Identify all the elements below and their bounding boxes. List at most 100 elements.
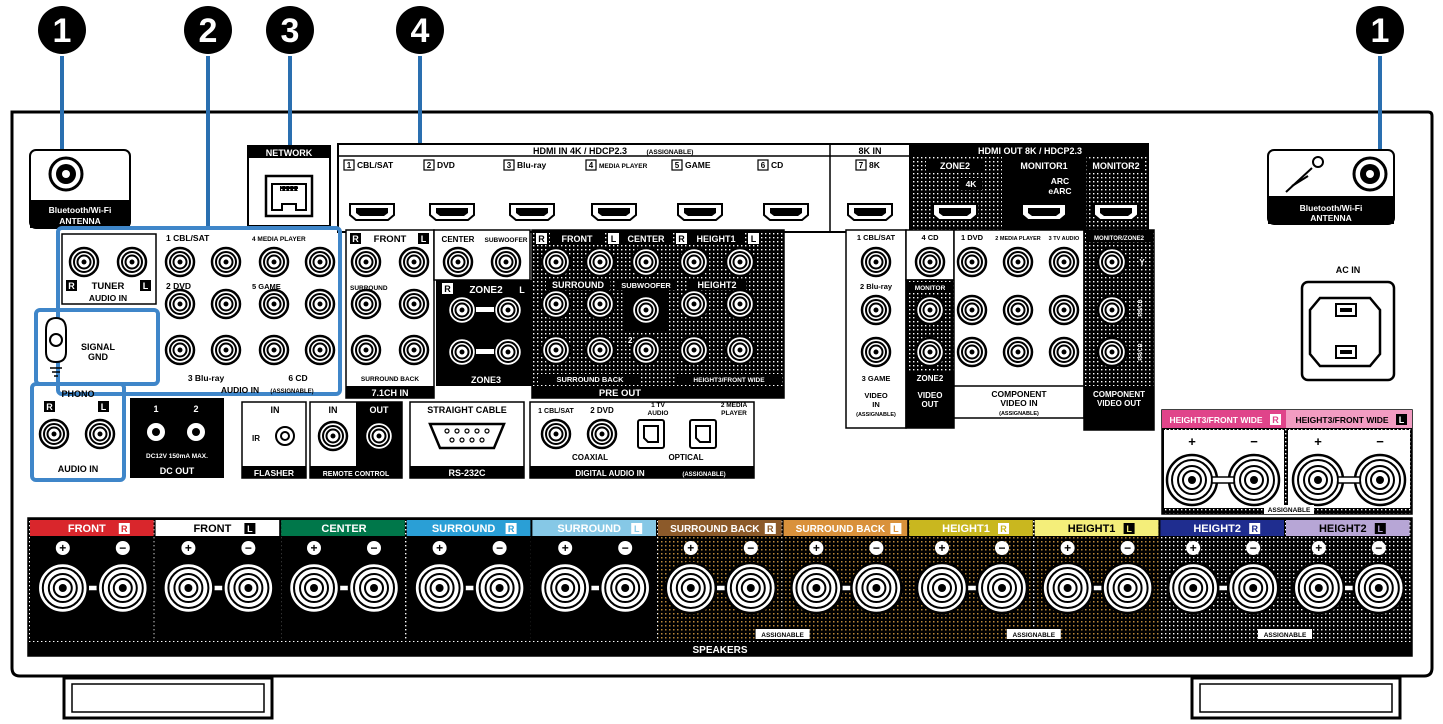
speaker-ch-box-5 (631, 523, 643, 534)
preout-height2: HEIGHT2 (697, 280, 736, 290)
phono-l: L (101, 402, 107, 412)
speaker-terminal-minus-2 (222, 561, 275, 615)
height3-r: R (1272, 415, 1279, 425)
speaker-terminal-plus-10 (1166, 561, 1220, 615)
preout-center: CENTER (627, 234, 665, 244)
speaker-ch-box-4 (505, 523, 517, 534)
audio-in-cbl-sat: 1 CBL/SAT (166, 233, 210, 243)
video-zone2: ZONE2 (917, 374, 944, 383)
comp-y: Y (1139, 258, 1145, 267)
ch71-center: CENTER (442, 235, 475, 244)
phono-audio-in: AUDIO IN (58, 464, 99, 474)
speaker-ch-9: L (1126, 524, 1132, 534)
speaker-terminal-minus-1 (96, 561, 150, 615)
plus-icon (1186, 541, 1201, 555)
speaker-minus-1: − (119, 541, 126, 555)
audio-in-bluray: 3 Blu-ray (188, 373, 225, 383)
tuner-label: TUNER (92, 281, 125, 292)
ch71-l: L (421, 234, 427, 244)
hdmi-in-name-4: MEDIA PLAYER (599, 163, 648, 170)
speaker-assignable-bg-1 (755, 629, 810, 639)
flasher-in: IN (271, 405, 280, 415)
speaker-terminal-plus-9 (1041, 561, 1094, 615)
rs232-footer: RS-232C (448, 468, 486, 478)
hdmi-in-name-5: GAME (685, 160, 711, 170)
speaker-color-band-7 (783, 520, 908, 536)
height3-front-wide-section: HEIGHT3/FRONT WIDE R HEIGHT3/FRONT WIDE … (1161, 409, 1413, 515)
minus-icon (618, 541, 633, 555)
preout-front: FRONT (562, 234, 593, 244)
speaker-color-band-5 (532, 520, 656, 536)
hdmi-in-num-box-4 (585, 159, 597, 171)
height3-plus-r: + (1188, 434, 1196, 449)
hdmi-in-name-3: Blu-ray (517, 160, 547, 170)
speaker-assignable-bg-2 (1006, 629, 1061, 639)
speaker-label-5: SURROUND (557, 523, 621, 535)
callout-number-5: 1 (1371, 12, 1390, 50)
speaker-ch-box-9 (1123, 523, 1135, 534)
dc-out-spec: DC12V 150mA MAX. (146, 453, 208, 460)
ch71-surround: SURROUND (350, 285, 388, 292)
audio-in-cd: 6 CD (288, 373, 307, 383)
hdmi-in-num-5: 5 (675, 161, 680, 170)
video-in-3: (ASSIGNABLE) (856, 412, 896, 418)
speaker-minus-8: − (998, 541, 1005, 555)
antenna-symbol-icon (1285, 156, 1324, 193)
hdmi-out-monitor1: MONITOR1 (1020, 161, 1067, 171)
speaker-minus-3: − (370, 541, 377, 555)
comp-in-3: (ASSIGNABLE) (999, 411, 1039, 417)
dc-out-2: 2 (193, 404, 198, 414)
speaker-terminal-plus-3 (287, 561, 341, 615)
height3-assignable: ASSIGNABLE (1268, 507, 1311, 514)
remote-control-section: IN OUT REMOTE CONTROL (309, 401, 403, 479)
zone2-label: ZONE2 (469, 285, 503, 296)
hdmi-out-zone2-4k: 4K (966, 179, 978, 189)
remote-in: IN (329, 405, 338, 415)
flasher-section: IN IR FLASHER (241, 401, 307, 479)
hdmi-in-port-8k (847, 203, 893, 221)
comp-media-player: 2 MEDIA PLAYER (995, 236, 1040, 242)
digital-coaxial: COAXIAL (572, 453, 608, 462)
phono-title: PHONO (61, 389, 94, 399)
video-game: 3 GAME (862, 374, 891, 383)
hdmi-in-num-3: 3 (507, 161, 512, 170)
hdmi-in-num-4: 4 (589, 161, 594, 170)
dc-out-footer: DC OUT (160, 466, 195, 476)
digital-optical: OPTICAL (668, 453, 703, 462)
digital-cbl-sat: 1 CBL/SAT (538, 408, 574, 415)
hdmi-in-name-2: DVD (437, 160, 455, 170)
comp-pr: PR/CR (1138, 343, 1144, 360)
video-in-1: VIDEO (864, 391, 888, 400)
speaker-color-band-6 (658, 520, 782, 536)
hdmi-out-section: HDMI OUT 8K / HDCP2.3 ZONE2 4K MONITOR1 … (911, 143, 1149, 233)
minus-icon (1371, 541, 1386, 555)
comp-tv-audio: 3 TV AUDIO (1049, 236, 1080, 242)
speaker-ch-6: R (767, 524, 774, 534)
tuner-r: R (68, 281, 75, 291)
preout-l-1: L (611, 234, 617, 244)
digital-assignable: (ASSIGNABLE) (682, 472, 725, 478)
speaker-ch-11: L (1378, 524, 1384, 534)
audio-in-game: 5 GAME (252, 282, 281, 291)
network-label: NETWORK (266, 148, 313, 158)
hdmi-in-num-box-3 (503, 159, 515, 171)
ch71-surround-back: SURROUND BACK (361, 376, 419, 383)
speaker-terminal-minus-7 (850, 561, 903, 615)
minus-icon (367, 541, 381, 555)
audio-in-assignable: (ASSIGNABLE) (270, 389, 313, 395)
preout-footer: PRE OUT (599, 388, 641, 399)
remote-footer: REMOTE CONTROL (323, 471, 390, 478)
hdmi-in-name-6: CD (771, 160, 783, 170)
speaker-minus-7: − (873, 541, 880, 555)
hdmi-out-arc: ARC (1051, 176, 1069, 186)
digital-footer: DIGITAL AUDIO IN (575, 469, 644, 478)
speaker-terminal-minus-8 (975, 561, 1029, 615)
hdmi-in-num-box-6 (757, 159, 769, 171)
tuner-l: L (143, 281, 149, 291)
minus-icon (1246, 541, 1261, 555)
ch71-footer: 7.1CH IN (371, 388, 408, 398)
height3-l: L (1399, 415, 1405, 425)
speaker-ch-5: L (634, 524, 640, 534)
ac-in-label: AC IN (1336, 265, 1361, 275)
